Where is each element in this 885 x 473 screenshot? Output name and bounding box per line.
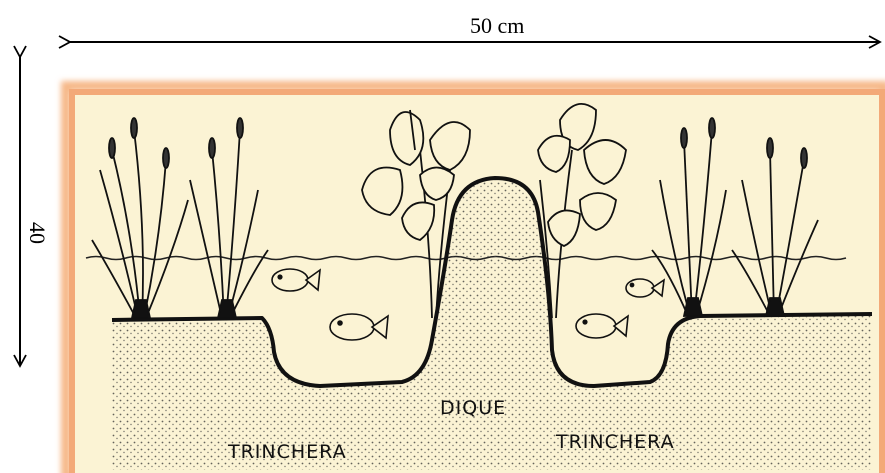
- height-dimension: 40: [20, 57, 50, 366]
- width-label: 50 cm: [470, 13, 524, 38]
- trench-left-label: TRINCHERA: [227, 441, 347, 463]
- trench-right-label: TRINCHERA: [555, 431, 675, 453]
- dike-label: DIQUE: [440, 397, 506, 419]
- width-dimension: 50 cm: [70, 13, 880, 42]
- height-label: 40: [25, 222, 50, 244]
